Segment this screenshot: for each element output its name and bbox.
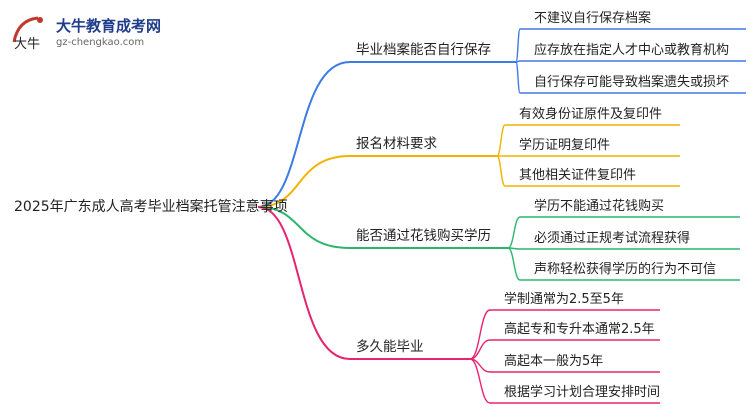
leaf-topic: 自行保存可能导致档案遗失或损坏 (534, 75, 730, 90)
branch-topic: 多久能毕业 (356, 339, 424, 355)
leaf-topic: 应存放在指定人才中心或教育机构 (534, 43, 730, 58)
leaf-topic: 有效身份证原件及复印件 (519, 107, 663, 122)
branch-topic: 能否通过花钱购买学历 (356, 228, 491, 244)
leaf-connector (515, 61, 521, 94)
leaf-connector (469, 358, 491, 404)
root-topic: 2025年广东成人高考毕业档案托管注意事项 (14, 199, 288, 215)
logo-domain: gz-chengkao.com (56, 37, 145, 48)
leaf-topic: 不建议自行保存档案 (534, 11, 652, 26)
leaf-topic: 高起专和专升本通常2.5年 (504, 322, 655, 337)
branch-topic: 报名材料要求 (356, 136, 437, 152)
leaf-topic: 学历证明复印件 (519, 138, 611, 153)
site-logo[interactable]: 大牛 大牛教育成考网 gz-chengkao.com (6, 10, 176, 54)
leaf-topic: 声称轻松获得学历的行为不可信 (534, 262, 717, 277)
leaf-connector (469, 339, 491, 360)
leaf-topic: 高起本一般为5年 (504, 354, 604, 369)
leaf-topic: 学历不能通过花钱购买 (534, 199, 665, 214)
logo-mark-text: 大牛 (14, 37, 40, 52)
branch-connector (257, 155, 351, 208)
leaf-connector (496, 124, 506, 157)
branch-connector (257, 61, 351, 208)
leaf-connector (507, 247, 521, 281)
leaf-connector (496, 155, 506, 187)
leaf-connector (515, 28, 521, 63)
branch-topic: 毕业档案能否自行保存 (356, 42, 491, 58)
leaf-connector (469, 309, 491, 360)
branch-connector (257, 206, 351, 360)
leaf-connector (507, 216, 521, 249)
logo-mark-icon: 大牛 (12, 16, 43, 52)
branch-connector (257, 206, 351, 249)
leaf-topic: 其他相关证件复印件 (519, 168, 637, 183)
leaf-topic: 根据学习计划合理安排时间 (504, 385, 661, 400)
logo-name: 大牛教育成考网 (56, 17, 162, 35)
leaf-topic: 必须通过正规考试流程获得 (534, 231, 691, 246)
leaf-topic: 学制通常为2.5至5年 (504, 292, 624, 307)
